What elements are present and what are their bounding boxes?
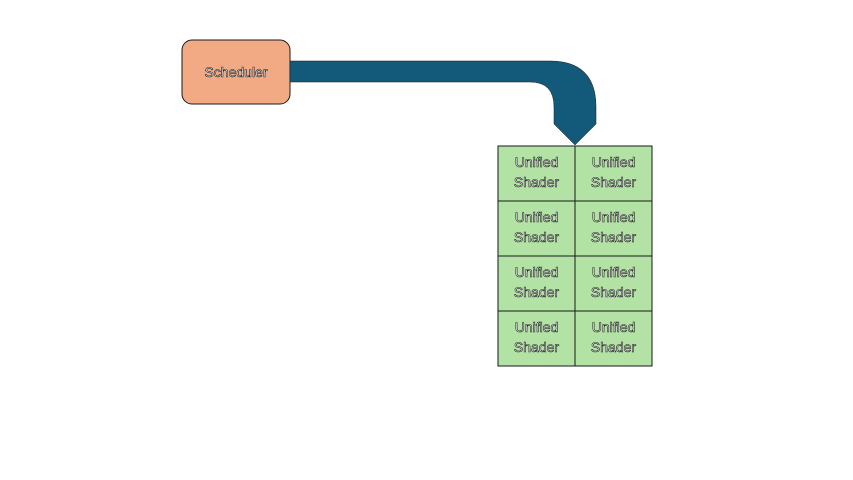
shader-box (574, 310, 653, 367)
shader-label-line2: Shader (514, 339, 559, 355)
shader-label-line2: Shader (591, 174, 636, 190)
shader-box (574, 145, 653, 202)
shader-label-line2: Shader (591, 284, 636, 300)
shader-label-line1: Unified (592, 319, 636, 335)
scheduler-label: Scheduler (204, 64, 267, 80)
shader-label-line1: Unified (592, 154, 636, 170)
shader-box (497, 310, 576, 367)
shader-label-line1: Unified (515, 264, 559, 280)
shader-label-line2: Shader (591, 339, 636, 355)
shader-label-line2: Shader (514, 174, 559, 190)
shader-label-line1: Unified (515, 154, 559, 170)
shader-box (497, 145, 576, 202)
shader-label-line1: Unified (515, 319, 559, 335)
shader-label-line1: Unified (592, 209, 636, 225)
shader-label-line1: Unified (515, 209, 559, 225)
shader-box (497, 200, 576, 257)
shader-label-line2: Shader (591, 229, 636, 245)
shader-label-line2: Shader (514, 284, 559, 300)
scheduler-node: Scheduler (181, 39, 291, 105)
shader-label-line2: Shader (514, 229, 559, 245)
shader-grid: UnifiedShaderUnifiedShaderUnifiedShaderU… (497, 145, 653, 367)
dispatch-arrow (289, 60, 597, 146)
shader-label-line1: Unified (592, 264, 636, 280)
